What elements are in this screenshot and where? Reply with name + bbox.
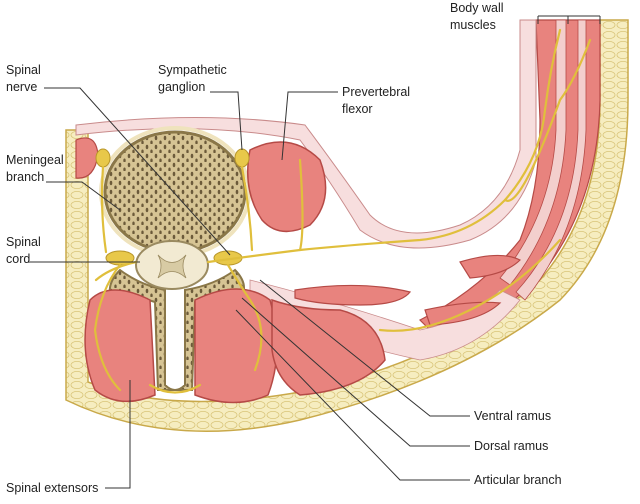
label-spinal-cord: Spinal cord bbox=[6, 234, 41, 268]
left-paravertebral-muscle bbox=[75, 137, 99, 179]
vertebral-body bbox=[103, 130, 247, 254]
body-wall-muscle-layer-3 bbox=[515, 19, 587, 301]
label-body-wall-line1: Body wall bbox=[450, 1, 504, 15]
label-dorsal-ramus-text: Dorsal ramus bbox=[474, 439, 549, 453]
label-spinal-cord-line2: cord bbox=[6, 252, 31, 266]
leader-lines bbox=[30, 15, 601, 489]
label-sympathetic-line2: ganglion bbox=[158, 80, 206, 94]
label-body-wall-muscles: Body wall muscles bbox=[450, 0, 504, 34]
label-ventral-ramus-text: Ventral ramus bbox=[474, 409, 552, 423]
spinal-cord-grey-matter bbox=[157, 254, 187, 279]
label-articular-branch-text: Articular branch bbox=[474, 473, 562, 487]
label-sympathetic-line1: Sympathetic bbox=[158, 63, 227, 77]
label-dorsal-ramus: Dorsal ramus bbox=[474, 438, 548, 455]
posterior-cavity-wall bbox=[75, 19, 537, 249]
nerve-pathways bbox=[93, 28, 592, 394]
label-meningeal-line2: branch bbox=[6, 170, 45, 184]
spinal-extensor-right-outer bbox=[271, 298, 386, 396]
label-ventral-ramus: Ventral ramus bbox=[474, 408, 551, 425]
label-articular-branch: Articular branch bbox=[474, 472, 562, 489]
sympathetic-ganglion-right bbox=[234, 148, 250, 168]
label-prevertebral-line1: Prevertebral bbox=[342, 85, 411, 99]
label-spinal-nerve: Spinal nerve bbox=[6, 62, 41, 96]
label-spinal-nerve-line1: Spinal bbox=[6, 63, 41, 77]
label-prevertebral-flexor: Prevertebral flexor bbox=[342, 84, 410, 118]
label-prevertebral-line2: flexor bbox=[342, 102, 373, 116]
label-body-wall-line2: muscles bbox=[450, 18, 496, 32]
label-meningeal-line1: Meningeal bbox=[6, 153, 64, 167]
label-meningeal-branch: Meningeal branch bbox=[6, 152, 64, 186]
spinal-extensor-right bbox=[194, 288, 278, 404]
prevertebral-flexor-muscle bbox=[247, 141, 327, 233]
quadratus-strip-2 bbox=[459, 254, 522, 279]
spinal-extensor-left bbox=[84, 289, 156, 403]
label-sympathetic-ganglion: Sympathetic ganglion bbox=[158, 62, 227, 96]
sympathetic-ganglion-left bbox=[95, 148, 111, 168]
label-spinal-extensors-text: Spinal extensors bbox=[6, 481, 99, 495]
label-spinal-extensors: Spinal extensors bbox=[6, 480, 98, 497]
label-spinal-nerve-line2: nerve bbox=[6, 80, 38, 94]
quadratus-strip-1 bbox=[294, 284, 412, 306]
label-spinal-cord-line1: Spinal bbox=[6, 235, 41, 249]
